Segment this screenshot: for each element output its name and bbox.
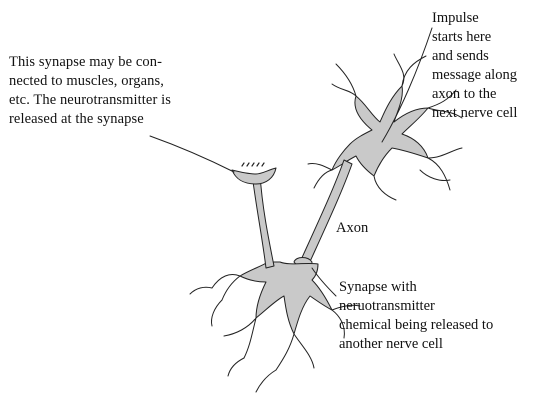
lower-dendrite-9 (211, 300, 222, 326)
lower-dendrite-2 (222, 276, 240, 300)
upper-dendrite-12 (420, 170, 450, 181)
upper-dendrite-7 (428, 158, 450, 190)
impulse-label: Impulse starts here and sends message al… (432, 9, 555, 123)
upper-dendrite-1 (336, 64, 356, 96)
lower-dendrite-10 (256, 370, 276, 392)
synapse-muscle-pointer-line (150, 136, 234, 172)
lower-neuron-cell-body (240, 262, 332, 334)
upper-dendrite-3 (402, 56, 426, 86)
synapse-muscle-label: This synapse may be con- nected to muscl… (9, 53, 269, 129)
lower-dendrite-12 (190, 287, 212, 294)
axon (300, 160, 352, 266)
lower-dendrite-11 (228, 358, 244, 376)
lower-axon (252, 174, 274, 268)
lower-dendrite-1 (212, 275, 240, 289)
upper-dendrite-9 (374, 176, 396, 200)
upper-dendrite-11 (308, 163, 332, 170)
muscle-synapse-marks (242, 163, 264, 166)
upper-dendrite-10 (314, 170, 332, 188)
synapse-nerve-label: Synapse with neruotransmitter chemical b… (339, 278, 555, 354)
lower-dendrite-5 (276, 334, 294, 370)
lower-dendrite-6 (294, 334, 314, 368)
muscle-synapse-terminal (232, 168, 276, 184)
lower-dendrite-3 (224, 318, 256, 336)
upper-dendrite-8 (428, 148, 462, 158)
axon-label: Axon (336, 219, 368, 238)
